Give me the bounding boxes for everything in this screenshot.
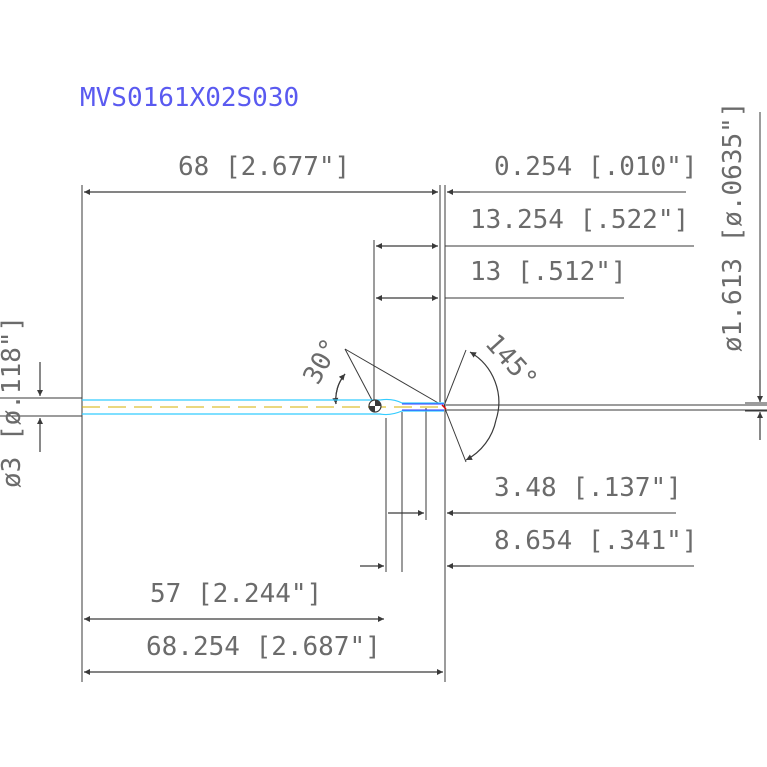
- dimension-lines: [37, 189, 767, 675]
- dim-68: 68 [2.677"]: [178, 152, 350, 182]
- dim-348: 3.48 [.137"]: [494, 473, 682, 503]
- dim-13: 13 [.512"]: [470, 257, 627, 287]
- drawing-title: MVS0161X02S030: [80, 83, 299, 113]
- dim-13254: 13.254 [.522"]: [470, 205, 689, 235]
- angle-annotations: [332, 348, 500, 463]
- dim-angle-30: 30°: [298, 334, 347, 390]
- dim-angle-145: 145°: [479, 329, 543, 396]
- dim-57: 57 [2.244"]: [150, 579, 322, 609]
- dim-8654: 8.654 [.341"]: [494, 526, 698, 556]
- dim-diameter-3: ø3 [ø.118"]: [0, 316, 27, 488]
- extension-lines: [30, 112, 761, 682]
- dim-0254: 0.254 [.010"]: [494, 152, 698, 182]
- dim-diameter-1613: ø1.613 [ø.0635"]: [718, 102, 748, 352]
- dim-68254: 68.254 [2.687"]: [146, 632, 381, 662]
- tool-body: [0, 397, 767, 417]
